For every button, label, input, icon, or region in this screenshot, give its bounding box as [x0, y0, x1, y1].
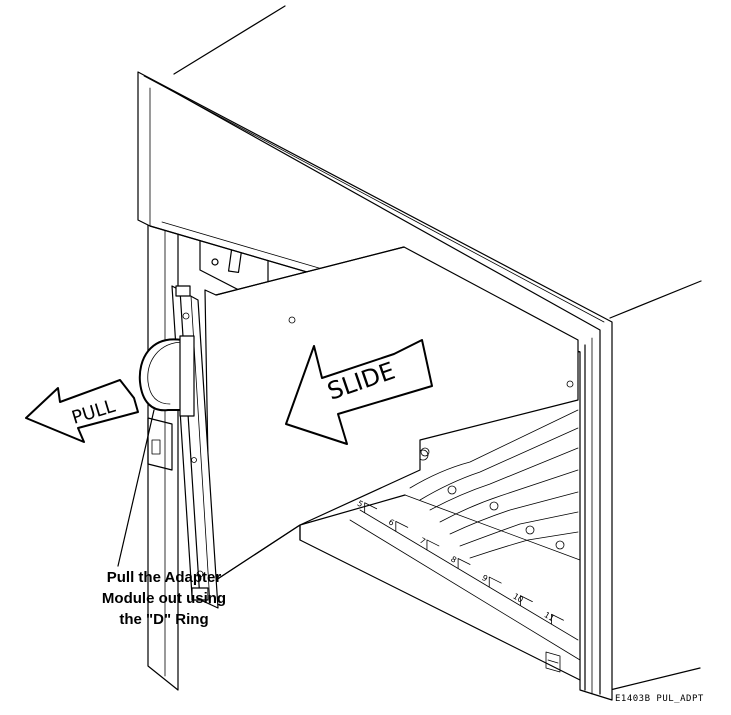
slot-number: 5 — [356, 499, 365, 509]
d-ring-handle — [138, 335, 195, 417]
slot-tick — [551, 613, 564, 625]
slot-tick — [364, 502, 378, 514]
slot-number: 6 — [387, 517, 396, 527]
caption-leader-line — [117, 409, 155, 567]
slot-number: 9 — [480, 573, 489, 583]
bezel-badge — [545, 651, 561, 673]
caption-line-3: the "D" Ring — [119, 611, 209, 628]
slot-number: 10 — [511, 592, 524, 605]
slot-tick — [519, 595, 533, 607]
cardcage-floor: 5 6 7 8 9 10 11 — [299, 409, 581, 681]
slot-number-labels: 5 6 7 8 9 10 11 — [356, 499, 556, 623]
rear-side-block — [147, 417, 173, 471]
caption-line-2: Module out using — [101, 590, 227, 607]
slide-arrow: SLIDE — [285, 339, 433, 445]
slot-tick — [426, 539, 440, 551]
slot-tick — [395, 520, 409, 532]
slot-number: 7 — [418, 536, 427, 546]
slot-number: 8 — [449, 554, 458, 564]
rear-housing — [173, 5, 702, 691]
figure-id: E1403B PUL_ADPT — [615, 694, 704, 704]
caption: Pull the Adapter Module out using the "D… — [84, 567, 244, 630]
slot-number: 11 — [542, 610, 555, 623]
slot-scale — [359, 502, 579, 641]
pull-arrow: PULL — [25, 379, 139, 443]
caption-line-1: Pull the Adapter — [106, 569, 222, 586]
card-guides — [409, 409, 579, 559]
slot-tick — [457, 558, 471, 569]
slot-tick — [488, 576, 502, 588]
